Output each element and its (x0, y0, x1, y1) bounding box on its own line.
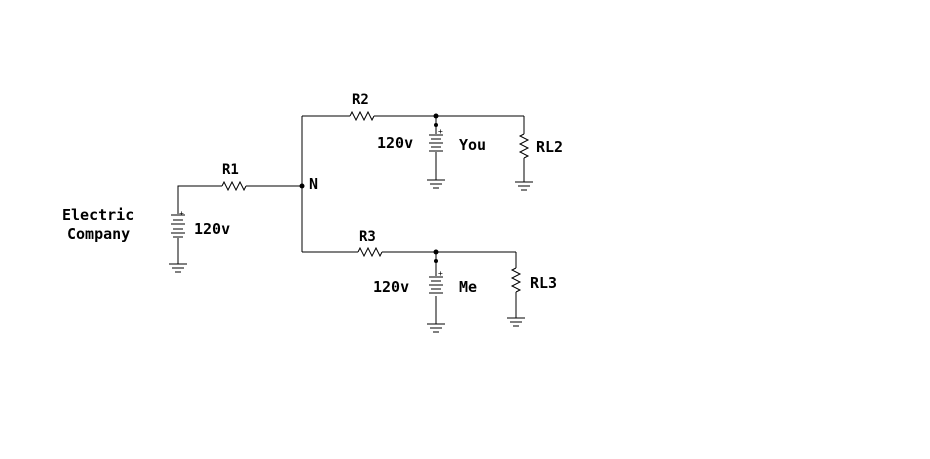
ground-me (427, 323, 445, 333)
main-battery: + (171, 209, 185, 238)
label-r2: R2 (352, 92, 369, 108)
resistor-rl2 (518, 133, 530, 159)
resistor-rl3 (510, 267, 522, 293)
ground-rl3 (507, 317, 525, 327)
ground-you (427, 179, 445, 189)
label-source-me: 120v (373, 278, 409, 296)
label-you: You (459, 136, 486, 154)
node-n-junction (299, 183, 305, 189)
lower-battery-node (434, 259, 438, 263)
label-me: Me (459, 278, 477, 296)
upper-battery-node (434, 123, 438, 127)
main-battery-plus: + (179, 209, 184, 218)
resistor-r3 (357, 246, 383, 258)
label-node-n: N (309, 175, 318, 193)
resistor-r2 (349, 110, 375, 122)
me-battery: + (429, 269, 443, 294)
you-battery: + (429, 127, 443, 152)
you-battery-plus: + (438, 127, 443, 136)
label-r1: R1 (222, 162, 239, 178)
ground-rl2 (515, 181, 533, 191)
label-electric: Electric (62, 206, 134, 224)
label-rl2: RL2 (536, 138, 563, 156)
me-battery-plus: + (438, 269, 443, 278)
label-source-you: 120v (377, 134, 413, 152)
label-source-main: 120v (194, 220, 230, 238)
upper-junction (433, 113, 439, 119)
ground-main (169, 263, 187, 273)
label-r3: R3 (359, 229, 376, 245)
upper-wires (302, 115, 525, 182)
main-wires (177, 185, 302, 264)
lower-wires (302, 251, 517, 324)
label-rl3: RL3 (530, 274, 557, 292)
lower-junction (433, 249, 439, 255)
label-company: Company (67, 225, 130, 243)
resistor-r1 (221, 180, 247, 192)
